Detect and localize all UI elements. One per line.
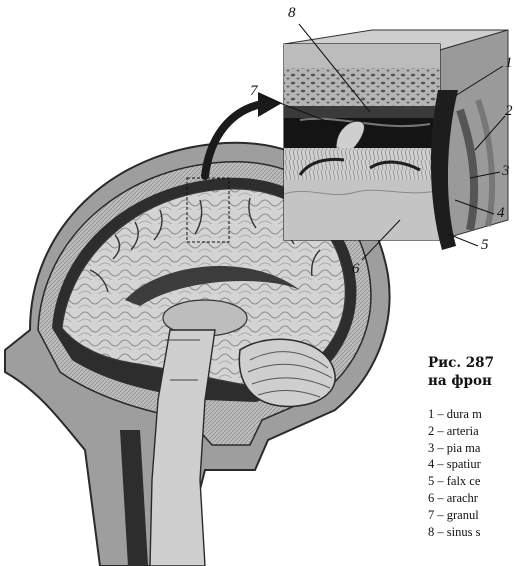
callout-7: 7	[250, 84, 258, 99]
legend-item: 7 – granul	[428, 507, 482, 524]
legend-item: 3 – pia ma	[428, 440, 482, 457]
callout-6: 6	[352, 262, 360, 277]
caption-line-1: Рис. 287	[428, 354, 494, 372]
legend-item: 5 – falx ce	[428, 473, 482, 490]
caption-line-2: на фрон	[428, 372, 494, 390]
legend-item: 2 – arteria	[428, 423, 482, 440]
callout-2: 2	[505, 104, 513, 119]
legend-item: 1 – dura m	[428, 406, 482, 423]
legend-item: 8 – sinus s	[428, 524, 482, 541]
magnified-block	[284, 30, 508, 250]
callout-1: 1	[505, 56, 513, 71]
cortex-layer	[284, 180, 440, 240]
subarachnoid-space	[284, 148, 440, 180]
bone-layer	[284, 68, 440, 106]
legend-list: 1 – dura m 2 – arteria 3 – pia ma 4 – sp…	[428, 406, 482, 540]
figure-caption: Рис. 287 на фрон	[428, 354, 494, 390]
callout-5: 5	[481, 238, 489, 253]
callout-8: 8	[288, 6, 296, 21]
legend-item: 6 – arachr	[428, 490, 482, 507]
callout-3: 3	[502, 164, 510, 179]
dura-layer	[284, 106, 440, 118]
legend-item: 4 – spatiur	[428, 456, 482, 473]
callout-4: 4	[497, 206, 505, 221]
